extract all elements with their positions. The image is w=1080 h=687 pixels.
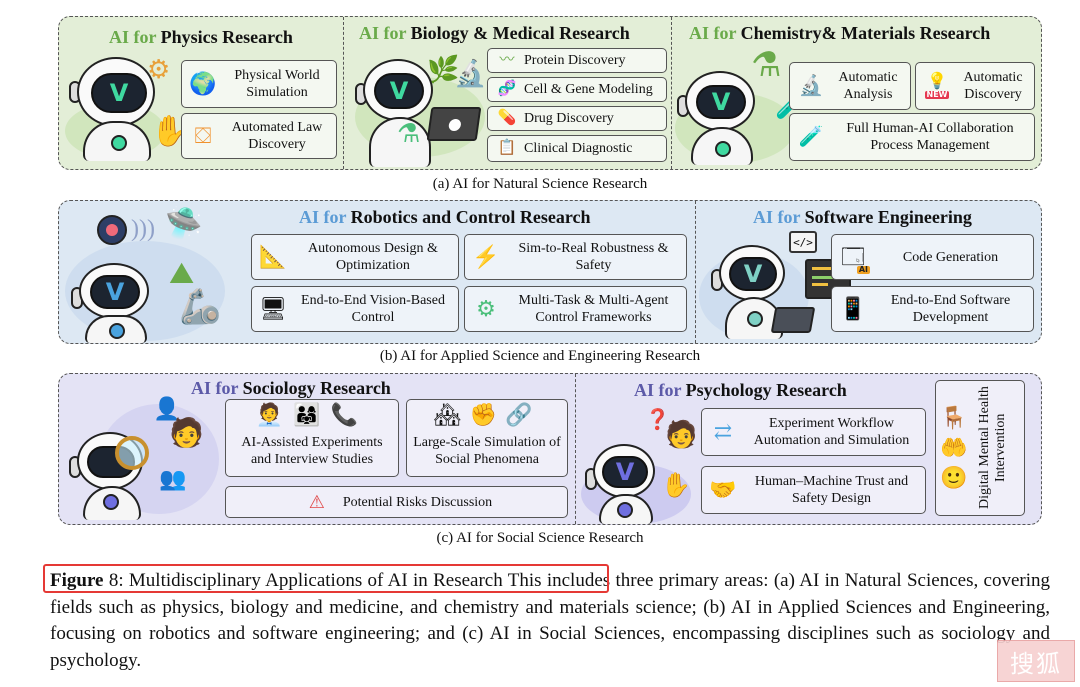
card-cell-gene-modeling: 🧬 Cell & Gene Modeling (487, 77, 667, 102)
code-tag-icon: </> (789, 231, 817, 253)
digital-mental-health-label: Digital Mental Health Intervention (977, 386, 1009, 510)
plant-test-tubes-icon: 🌿 (427, 55, 460, 84)
card-software-development: 📱 End-to-End Software Development (831, 286, 1034, 332)
card-drug-discovery: 💊 Drug Discovery (487, 106, 667, 131)
laptop-icon (770, 307, 816, 333)
caption-highlight-box (43, 564, 609, 593)
figure-number: 8 (108, 570, 119, 591)
workflow-icon: ⇄ (713, 419, 733, 444)
code-ai-icon: 🗔AI (841, 244, 870, 274)
card-potential-risks: ⚠ Potential Risks Discussion (225, 486, 568, 518)
test-tubes-icon: 🧪 (798, 126, 824, 148)
drone-icon: 🛸 (165, 207, 203, 240)
mountains-screen-icon: ⛰ (169, 257, 195, 290)
robotics-title: AI for Robotics and Control Research (299, 207, 591, 227)
sensor-icon (97, 215, 127, 245)
figure-title: : Multidisciplinary Applications of AI i… (118, 570, 503, 591)
section-c-caption: (c) AI for Social Science Research (436, 530, 644, 546)
panel-divider (343, 17, 344, 169)
section-a-caption: (a) AI for Natural Science Research (432, 176, 648, 192)
magnifier-icon (115, 436, 149, 470)
laptop-icon (426, 107, 482, 141)
robot-arm-icon: 🦾 (179, 289, 222, 326)
card-protein-discovery: 〰 Protein Discovery (487, 48, 667, 73)
group-cycle-icon: 👥 (159, 466, 187, 491)
sociology-title: AI for Sociology Research (191, 378, 391, 398)
card-code-generation: 🗔AI Code Generation (831, 234, 1034, 280)
watermark-logo: 搜狐 (997, 640, 1075, 682)
counseling-icon: 🪑 (940, 405, 968, 430)
figure-description: This includes three primary areas: (a) A… (50, 570, 1051, 671)
protein-icon: 〰 (499, 52, 515, 68)
clipboard-icon: 📋 (497, 140, 517, 156)
chemistry-title: AI for Chemistry& Materials Research (689, 23, 991, 43)
biology-title: AI for Biology & Medical Research (359, 23, 630, 43)
card-human-ai-collaboration: 🧪 Full Human-AI Collaboration Process Ma… (789, 113, 1035, 161)
robot-hand-icon: ✋ (661, 473, 691, 499)
law-discovery-icon: ⛋ (194, 123, 212, 148)
falling-apple-earth-icon: 🌍 (189, 71, 217, 96)
social-science-panel: AI for Sociology Research 👤 🧑 👥 🧑‍💼👨‍👩‍👧… (58, 373, 1042, 525)
card-physical-world-simulation: 🌍 Physical World Simulation (181, 60, 337, 108)
card-social-simulation: 🏘✊🔗 Large-Scale Simulation of Social Phe… (406, 399, 568, 477)
design-blueprint-icon: 📐 (259, 244, 287, 269)
mental-health-head-icon: 🙂 (940, 465, 968, 490)
natural-science-panel: AI for Physics Research V ⚙ ✋ 🌍 Physical… (58, 16, 1042, 170)
panel-divider (575, 374, 576, 524)
person-node-icon: 🧑 (169, 418, 204, 449)
microscope-icon: 🔬 (798, 75, 824, 97)
card-multi-agent: ⚙ Multi-Task & Multi-Agent Control Frame… (464, 286, 687, 332)
care-hands-icon: 🤲 (940, 435, 968, 460)
figure-label: Figure (50, 570, 104, 591)
society-simulation-icon: 🏘✊🔗 (433, 402, 541, 427)
card-automatic-analysis: 🔬 Automatic Analysis (789, 62, 911, 110)
risk-warning-icon: ⚠ (308, 492, 325, 512)
interview-group-phone-icon: 🧑‍💼👨‍👩‍👧📞 (255, 402, 369, 427)
software-title: AI for Software Engineering (753, 207, 972, 227)
card-sim-to-real: ⚡ Sim-to-Real Robustness & Safety (464, 234, 687, 280)
pills-icon: 💊 (497, 110, 517, 126)
figure-caption: Figure 8: Multidisciplinary Applications… (50, 568, 1050, 674)
question-bubbles-icon: ❓ (645, 409, 670, 431)
psychology-title: AI for Psychology Research (634, 380, 847, 400)
physics-title: AI for Physics Research (109, 27, 293, 47)
dumbbell-lightning-icon: ⚡ (472, 244, 500, 269)
panel-divider (695, 201, 696, 343)
applied-science-panel: ))) V 🛸 ⛰ 🦾 AI for Robotics and Control … (58, 200, 1042, 344)
card-automatic-discovery: 💡NEW Automatic Discovery (915, 62, 1035, 110)
card-automated-law-discovery: ⛋ Automated Law Discovery (181, 113, 337, 159)
signal-waves-icon: ))) (131, 216, 155, 242)
flask-icon: ⚗ (397, 119, 421, 148)
card-experiment-workflow: ⇄ Experiment Workflow Automation and Sim… (701, 408, 926, 456)
card-autonomous-design: 📐 Autonomous Design & Optimization (251, 234, 459, 280)
person-thinking-icon: 🧑 (665, 420, 698, 449)
section-b-caption: (b) AI for Applied Science and Engineeri… (379, 348, 701, 364)
handshake-shield-icon: 🤝 (709, 477, 737, 502)
new-lightbulb-icon: 💡NEW (924, 72, 950, 99)
card-trust-safety: 🤝 Human–Machine Trust and Safety Design (701, 466, 926, 514)
network-icon: 👤 (153, 396, 181, 421)
mobile-dev-icon: 📱 (839, 296, 867, 321)
multi-agent-icon: ⚙ (476, 296, 496, 321)
ai-badge: AI (856, 265, 870, 274)
panel-divider (671, 17, 672, 169)
dna-icon: 🧬 (497, 81, 517, 97)
card-digital-mental-health: 🪑 🤲 🙂 Digital Mental Health Intervention (935, 380, 1025, 516)
new-badge: NEW (924, 89, 950, 99)
card-clinical-diagnostic: 📋 Clinical Diagnostic (487, 135, 667, 162)
card-ai-assisted-experiments: 🧑‍💼👨‍👩‍👧📞 AI-Assisted Experiments and In… (225, 399, 399, 477)
orbit-gear-icon: ⚙ (147, 55, 171, 84)
vision-control-icon: 🖥 (259, 296, 287, 321)
round-flask-icon: ⚗ (751, 47, 782, 84)
microscope-icon: 🔬 (454, 59, 487, 88)
card-vision-control: 🖥 End-to-End Vision-Based Control (251, 286, 459, 332)
